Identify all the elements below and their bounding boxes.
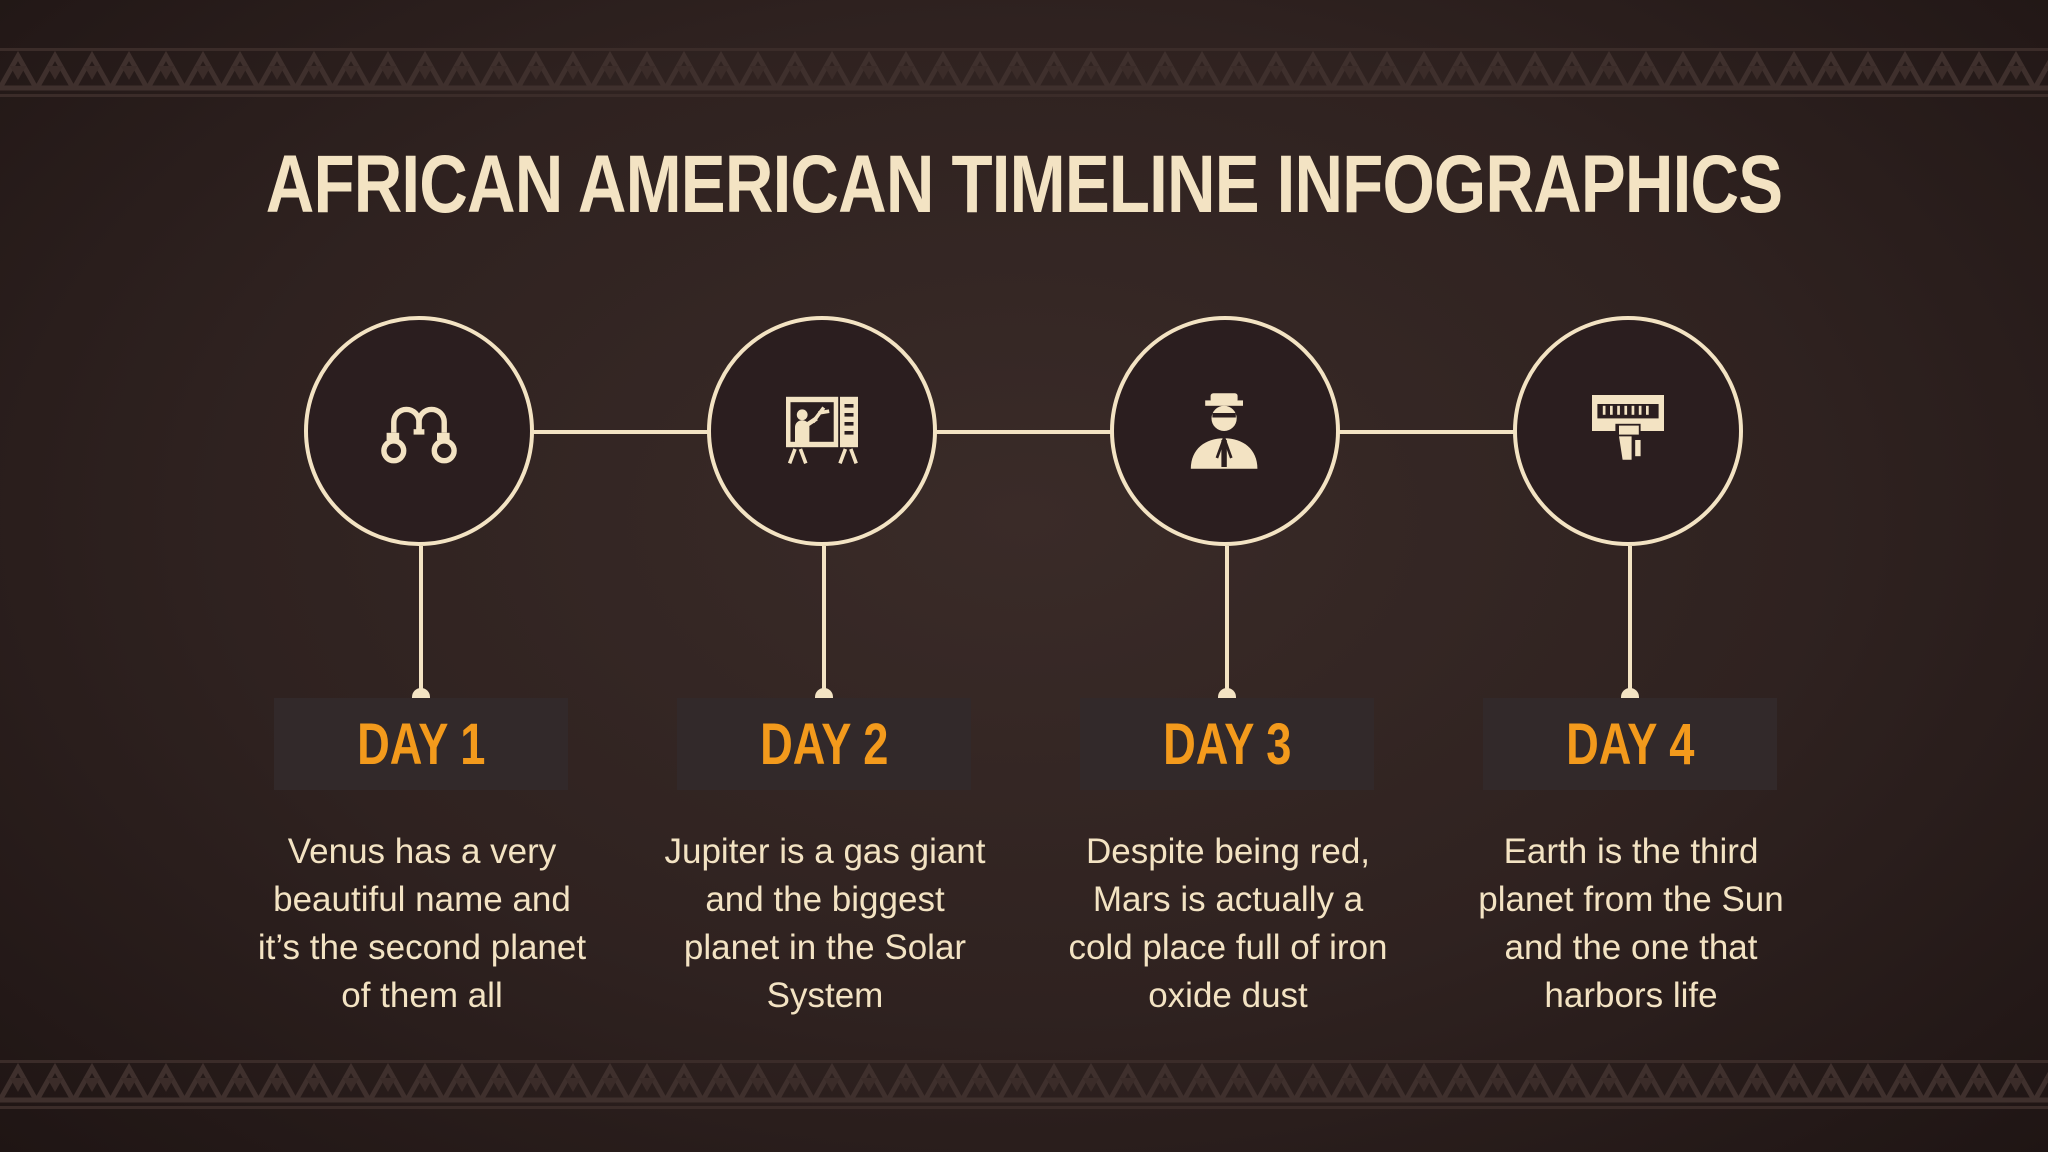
timeline-step-4: DAY 4 Earth is the third planet from the… xyxy=(1461,0,1801,1152)
timeline-connector xyxy=(533,430,711,434)
step-description: Jupiter is a gas giant and the biggest p… xyxy=(664,832,986,1015)
timeline-connector xyxy=(1339,430,1517,434)
day-label-box: DAY 3 xyxy=(1080,698,1374,790)
day-label: DAY 4 xyxy=(1565,711,1695,777)
day-label-box: DAY 1 xyxy=(274,698,568,790)
day-label-box: DAY 2 xyxy=(677,698,971,790)
timeline-step-1: DAY 1 Venus has a very beautiful name an… xyxy=(252,0,592,1152)
person-bust-icon xyxy=(1190,393,1258,469)
day-label: DAY 3 xyxy=(1162,711,1292,777)
stem-end xyxy=(1218,688,1236,698)
step-stem xyxy=(1225,546,1229,692)
timeline-step-2: DAY 2 Jupiter is a gas giant and the big… xyxy=(655,0,995,1152)
step-description: Earth is the third planet from the Sun a… xyxy=(1478,832,1784,1015)
step-icon-circle xyxy=(304,316,534,546)
step-icon-circle xyxy=(707,316,937,546)
stem-end xyxy=(412,688,430,698)
tribal-pattern-border-bottom xyxy=(0,1048,2048,1118)
page-title: AFRICAN AMERICAN TIMELINE INFOGRAPHICS xyxy=(265,139,1783,230)
step-description: Venus has a very beautiful name and it’s… xyxy=(257,832,587,1015)
voting-ballot-icon xyxy=(1592,395,1664,460)
step-description: Despite being red, Mars is actually a co… xyxy=(1068,832,1388,1015)
step-stem xyxy=(419,546,423,692)
step-stem xyxy=(822,546,826,692)
timeline-connector xyxy=(936,430,1114,434)
teacher-blackboard-icon xyxy=(786,396,858,465)
step-stem xyxy=(1628,546,1632,692)
handcuffs-icon xyxy=(381,406,457,464)
stem-end xyxy=(1621,688,1639,698)
tribal-pattern-border-top xyxy=(0,36,2048,106)
step-icon-circle xyxy=(1110,316,1340,546)
day-label: DAY 1 xyxy=(356,711,486,777)
timeline-step-3: DAY 3 Despite being red, Mars is actuall… xyxy=(1058,0,1398,1152)
stem-end xyxy=(815,688,833,698)
day-label: DAY 2 xyxy=(759,711,889,777)
day-label-box: DAY 4 xyxy=(1483,698,1777,790)
step-icon-circle xyxy=(1513,316,1743,546)
